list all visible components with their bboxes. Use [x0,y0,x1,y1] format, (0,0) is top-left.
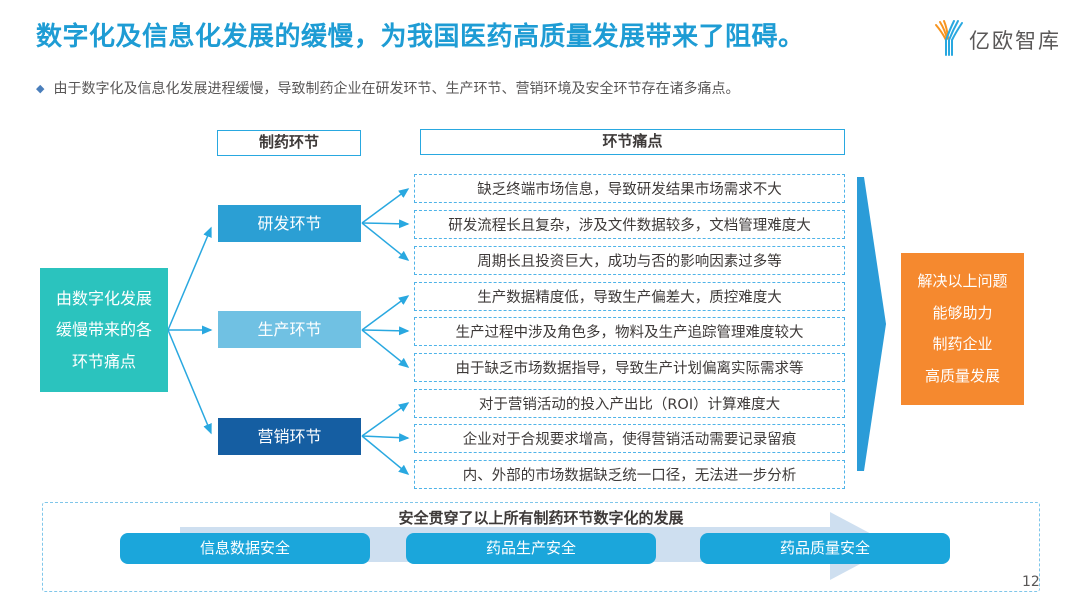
yiou-logo-icon [932,18,966,62]
result-box-line: 能够助力 [932,303,993,322]
result-box-line: 高质量发展 [924,366,1000,385]
intro-text: 由于数字化及信息化发展进程缓慢，导致制药企业在研发环节、生产环节、营销环境及安全… [53,81,740,97]
pain-box: 缺乏终端市场信息，导致研发结果市场需求不大 [414,174,845,203]
intro-bullet: ◆ 由于数字化及信息化发展进程缓慢，导致制药企业在研发环节、生产环节、营销环境及… [36,78,739,98]
security-box-production: 药品生产安全 [406,533,656,564]
pain-box: 企业对于合规要求增高，使得营销活动需要记录留痕 [414,424,845,453]
security-section-title: 安全贯穿了以上所有制药环节数字化的发展 [398,509,684,527]
column-header-pain: 环节痛点 [420,129,845,155]
source-box-line: 由数字化发展 [55,289,152,309]
pain-box: 周期长且投资巨大，成功与否的影响因素过多等 [414,246,845,275]
stage-box-rnd: 研发环节 [218,205,361,242]
stage-box-marketing: 营销环节 [218,418,361,455]
pain-box: 生产过程中涉及角色多，物料及生产追踪管理难度较大 [414,317,845,346]
pain-box: 研发流程长且复杂，涉及文件数据较多，文档管理难度大 [414,210,845,239]
source-box-line: 环节痛点 [71,351,136,371]
pain-box: 由于缺乏市场数据指导，导致生产计划偏离实际需求等 [414,353,845,382]
security-box-quality: 药品质量安全 [700,533,950,564]
source-box-line: 缓慢带来的各 [55,320,152,340]
brand-logo: 亿欧智库 [932,18,1061,62]
pain-box: 生产数据精度低，导致生产偏差大，质控难度大 [414,282,845,311]
page-number: 12 [1022,574,1040,590]
pain-box: 对于营销活动的投入产出比（ROI）计算难度大 [414,389,845,418]
brand-logo-text: 亿欧智库 [969,29,1061,53]
page-title: 数字化及信息化发展的缓慢，为我国医药高质量发展带来了阻碍。 [36,22,805,52]
security-box-data: 信息数据安全 [120,533,370,564]
result-box-line: 解决以上问题 [917,272,1008,290]
result-box: 解决以上问题 能够助力 制药企业 高质量发展 [901,253,1024,405]
big-right-arrow [857,177,886,471]
pain-box: 内、外部的市场数据缺乏统一口径，无法进一步分析 [414,460,845,489]
result-box-line: 制药企业 [932,335,993,353]
security-section-frame [42,502,1040,592]
diamond-bullet-icon: ◆ [36,81,45,95]
stage-box-production: 生产环节 [218,311,361,348]
column-header-stage: 制药环节 [217,130,361,156]
source-box: 由数字化发展 缓慢带来的各 环节痛点 [40,268,168,392]
